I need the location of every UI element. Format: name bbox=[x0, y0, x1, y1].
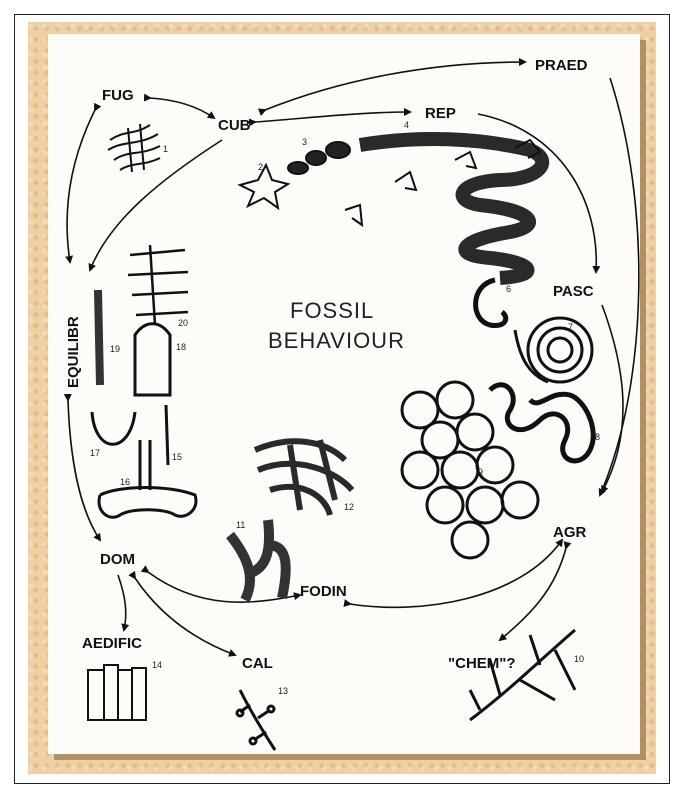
label-cal: CAL bbox=[242, 655, 273, 672]
arrow-agr-chem bbox=[500, 548, 566, 640]
arrow-cub-rep bbox=[255, 112, 410, 122]
arrow-cub-praed bbox=[265, 62, 525, 110]
ref-16: 16 bbox=[120, 477, 130, 487]
arrow-equilibr-dom bbox=[68, 400, 100, 540]
label-equilibr: EQUILIBR bbox=[65, 316, 82, 388]
title-line-1: FOSSIL bbox=[290, 298, 374, 323]
label-agr: AGR bbox=[553, 524, 587, 541]
arrow-praed-agr bbox=[600, 78, 639, 495]
label-chem: "CHEM"? bbox=[448, 655, 516, 672]
ref-9: 9 bbox=[478, 467, 483, 477]
label-dom: DOM bbox=[100, 551, 135, 568]
label-aedific: AEDIFIC bbox=[82, 635, 142, 652]
fossil-cal-sketch bbox=[237, 690, 275, 750]
ref-14: 14 bbox=[152, 660, 162, 670]
fossil-burrow-sketch bbox=[230, 520, 286, 600]
ref-10: 10 bbox=[574, 654, 584, 664]
arrow-dom-aedific bbox=[118, 575, 126, 630]
fossil-worm-sketch bbox=[476, 280, 506, 326]
ref-13: 13 bbox=[278, 686, 288, 696]
arrow-fug-cub bbox=[150, 98, 214, 118]
fossil-star-sketch bbox=[240, 165, 288, 208]
ref-19: 19 bbox=[110, 344, 120, 354]
ref-20: 20 bbox=[178, 318, 188, 328]
trace-fossils bbox=[88, 124, 593, 750]
fossil-spiral-sketch bbox=[515, 318, 592, 382]
arrow-dom-fodin bbox=[148, 572, 300, 602]
ref-3: 3 bbox=[302, 137, 307, 147]
label-praed: PRAED bbox=[535, 57, 588, 74]
ref-12: 12 bbox=[344, 502, 354, 512]
ref-2: 2 bbox=[258, 162, 263, 172]
arrow-fug-equilibr bbox=[67, 110, 95, 262]
ref-18: 18 bbox=[176, 342, 186, 352]
ref-17: 17 bbox=[90, 448, 100, 458]
ref-1: 1 bbox=[163, 144, 168, 154]
fossil-honeycomb-sketch bbox=[402, 382, 538, 558]
fossil-branch-sketch bbox=[470, 630, 575, 720]
fossil-equilibr-sketch bbox=[128, 245, 188, 325]
label-pasc: PASC bbox=[553, 283, 594, 300]
fossil-fug-sketch bbox=[108, 124, 160, 172]
arrow-dom-cal bbox=[135, 578, 235, 655]
fossil-aedific-sketch bbox=[88, 665, 146, 720]
label-cub: CUB bbox=[218, 117, 251, 134]
label-rep: REP bbox=[425, 105, 456, 122]
ref-8: 8 bbox=[595, 432, 600, 442]
fossil-rosette-sketch bbox=[255, 440, 352, 515]
ref-6: 6 bbox=[506, 284, 511, 294]
label-fug: FUG bbox=[102, 87, 134, 104]
ref-5: 5 bbox=[538, 152, 543, 162]
ref-11: 11 bbox=[236, 520, 245, 530]
ref-7: 7 bbox=[568, 322, 573, 332]
fossil-chain-sketch bbox=[288, 142, 350, 174]
ref-15: 15 bbox=[172, 452, 182, 462]
ref-4: 4 bbox=[404, 120, 409, 130]
label-fodin: FODIN bbox=[300, 583, 347, 600]
fossil-meander-sketch bbox=[360, 139, 542, 278]
title-line-2: BEHAVIOUR bbox=[268, 328, 405, 353]
